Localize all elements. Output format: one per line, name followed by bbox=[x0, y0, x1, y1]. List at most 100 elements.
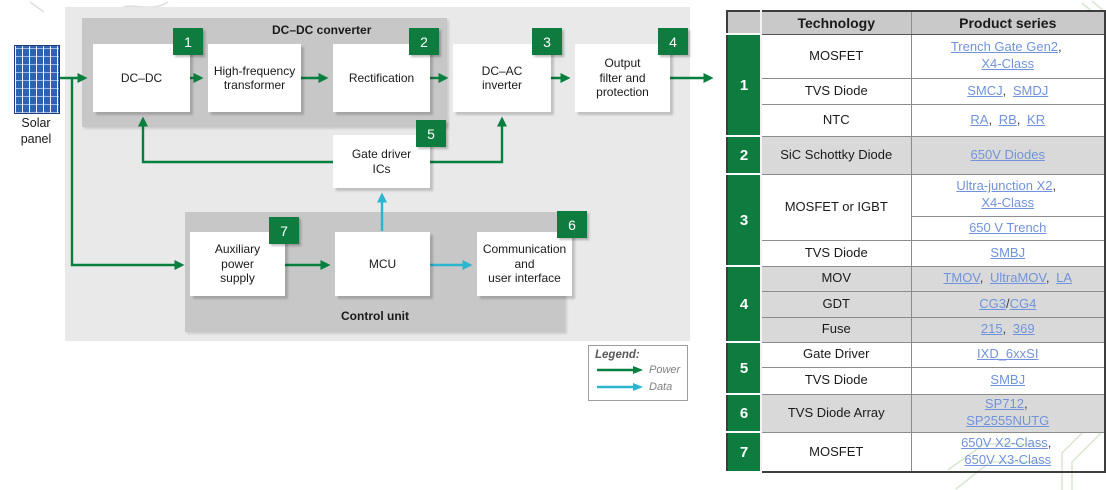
arrow-solar-to-aux bbox=[70, 78, 185, 271]
solar-panel-label: Solar panel bbox=[20, 116, 52, 146]
table-header-number bbox=[726, 10, 762, 35]
group-number-7: 7 bbox=[726, 431, 762, 473]
badge-6: 6 bbox=[557, 211, 587, 238]
product-cell: SMCJ, SMDJ bbox=[910, 77, 1106, 105]
product-cell: 650 V Trench bbox=[910, 215, 1106, 241]
product-link[interactable]: SMCJ bbox=[967, 82, 1003, 98]
group-number-6: 6 bbox=[726, 393, 762, 433]
technology-cell: GDT bbox=[760, 290, 912, 318]
product-link[interactable]: CG3 bbox=[979, 295, 1006, 311]
table-row: TVS Diode SMCJ, SMDJ bbox=[727, 77, 1106, 105]
product-link[interactable]: UltraMOV bbox=[990, 270, 1046, 286]
product-cell: TMOV, UltraMOV, LA bbox=[910, 265, 1106, 292]
flow-arrows bbox=[58, 72, 714, 271]
product-link[interactable]: Ultra-junction X2 bbox=[956, 178, 1053, 194]
block-diagram: DC–DC converter Control unit DC–DC High-… bbox=[14, 7, 714, 401]
separator: , bbox=[1002, 82, 1007, 98]
block-rectification-label: Rectification bbox=[348, 70, 415, 85]
block-gate-driver: Gate driver ICs bbox=[333, 135, 430, 188]
technology-cell: TVS Diode Array bbox=[760, 393, 912, 433]
table-row: NTC RA, RB, KR bbox=[727, 103, 1106, 137]
product-link[interactable]: SP712 bbox=[984, 396, 1024, 412]
technology-cell: MOSFET bbox=[760, 33, 912, 79]
product-link[interactable]: RB bbox=[998, 111, 1017, 127]
table-row: 6 TVS Diode Array SP712, SP2555NUTG bbox=[726, 393, 1106, 433]
table-row: 5 Gate Driver IXD_6xxSI bbox=[726, 341, 1106, 395]
block-dcac-inverter-label: DC–AC inverter bbox=[481, 63, 523, 92]
product-link[interactable]: CG4 bbox=[1009, 295, 1037, 311]
separator: , bbox=[1052, 178, 1057, 194]
product-link[interactable]: 650V X3-Class bbox=[964, 451, 1052, 467]
product-cell: CG3/CG4 bbox=[910, 290, 1106, 318]
group-label-control-unit: Control unit bbox=[341, 309, 409, 323]
separator: , bbox=[1058, 39, 1062, 55]
product-link[interactable]: X4-Class bbox=[981, 56, 1035, 71]
product-link[interactable]: 650V Diodes bbox=[970, 146, 1045, 162]
block-hf-transformer-label: High-frequency transformer bbox=[213, 63, 296, 92]
product-cell: 650V X2-Class, 650V X3-Class bbox=[910, 431, 1106, 473]
block-dcac-inverter: DC–AC inverter bbox=[453, 44, 551, 112]
technology-cell: MOV bbox=[760, 265, 912, 292]
product-link[interactable]: SMBJ bbox=[990, 372, 1026, 388]
technology-cell: NTC bbox=[760, 103, 912, 137]
product-link[interactable]: 369 bbox=[1012, 321, 1035, 337]
separator: , bbox=[1016, 111, 1021, 127]
group-number-4: 4 bbox=[726, 265, 762, 343]
product-table: Technology Product series 1 MOSFET Trenc… bbox=[726, 10, 1106, 473]
product-link[interactable]: RA bbox=[970, 111, 989, 127]
table-row: 650 V Trench bbox=[727, 215, 1106, 241]
group-label-dcdc-converter: DC–DC converter bbox=[272, 23, 372, 37]
technology-cell: TVS Diode bbox=[760, 239, 912, 267]
table-header-product-series: Product series bbox=[910, 10, 1106, 35]
product-link[interactable]: 215 bbox=[980, 321, 1003, 337]
separator: / bbox=[1005, 295, 1010, 311]
block-dcdc-label: DC–DC bbox=[120, 70, 163, 85]
product-link[interactable]: 650 V Trench bbox=[969, 219, 1047, 235]
table-header-technology: Technology bbox=[760, 10, 912, 35]
technology-cell: Gate Driver bbox=[760, 341, 912, 368]
block-output-filter: Output filter and protection bbox=[575, 44, 670, 112]
technology-cell: MOSFET bbox=[760, 431, 912, 473]
separator: , bbox=[1002, 321, 1007, 337]
block-hf-transformer: High-frequency transformer bbox=[208, 44, 301, 112]
product-link[interactable]: KR bbox=[1027, 111, 1046, 127]
product-link[interactable]: Trench Gate Gen2 bbox=[950, 39, 1059, 55]
block-output-filter-label: Output filter and protection bbox=[596, 56, 649, 100]
legend-title: Legend: bbox=[595, 349, 640, 361]
legend-data-label: Data bbox=[649, 380, 673, 393]
block-communication: Communication and user interface bbox=[477, 232, 572, 296]
product-cell: SMBJ bbox=[910, 239, 1106, 267]
badge-5: 5 bbox=[416, 120, 446, 147]
table-row: Fuse 215, 369 bbox=[727, 316, 1106, 343]
product-cell: 215, 369 bbox=[910, 316, 1106, 343]
product-link[interactable]: SP2555NUTG bbox=[966, 413, 1050, 428]
product-link[interactable]: SMDJ bbox=[1012, 82, 1049, 98]
product-link[interactable]: SMBJ bbox=[990, 244, 1026, 260]
group-number-3: 3 bbox=[726, 173, 762, 267]
table-row: 7 MOSFET 650V X2-Class, 650V X3-Class bbox=[726, 431, 1106, 473]
block-rectification: Rectification bbox=[333, 44, 430, 112]
product-link[interactable]: LA bbox=[1056, 270, 1073, 286]
product-cell: RA, RB, KR bbox=[910, 103, 1106, 137]
group-number-5: 5 bbox=[726, 341, 762, 395]
block-gate-driver-label: Gate driver ICs bbox=[351, 147, 412, 176]
data-arrow-icon bbox=[597, 382, 643, 391]
badge-3: 3 bbox=[532, 28, 562, 55]
product-link[interactable]: 650V X2-Class bbox=[961, 434, 1048, 450]
group-number-2: 2 bbox=[726, 135, 762, 175]
technology-cell: TVS Diode bbox=[760, 77, 912, 105]
separator: , bbox=[1047, 434, 1052, 450]
product-link[interactable]: IXD_6xxSI bbox=[977, 346, 1039, 362]
legend-row-data: Data bbox=[595, 378, 681, 395]
product-cell: SMBJ bbox=[910, 366, 1106, 395]
block-mcu: MCU bbox=[335, 232, 430, 296]
product-link[interactable]: TMOV bbox=[943, 270, 980, 286]
arrow-gatedriver-to-dcdc bbox=[137, 116, 333, 164]
table-row: GDT CG3/CG4 bbox=[727, 290, 1106, 318]
product-cell: Ultra-junction X2, X4-Class bbox=[910, 173, 1106, 217]
legend-power-label: Power bbox=[649, 363, 681, 376]
product-link[interactable]: X4-Class bbox=[981, 195, 1035, 210]
technology-cell: SiC Schottky Diode bbox=[760, 135, 912, 175]
separator: , bbox=[1045, 270, 1050, 286]
